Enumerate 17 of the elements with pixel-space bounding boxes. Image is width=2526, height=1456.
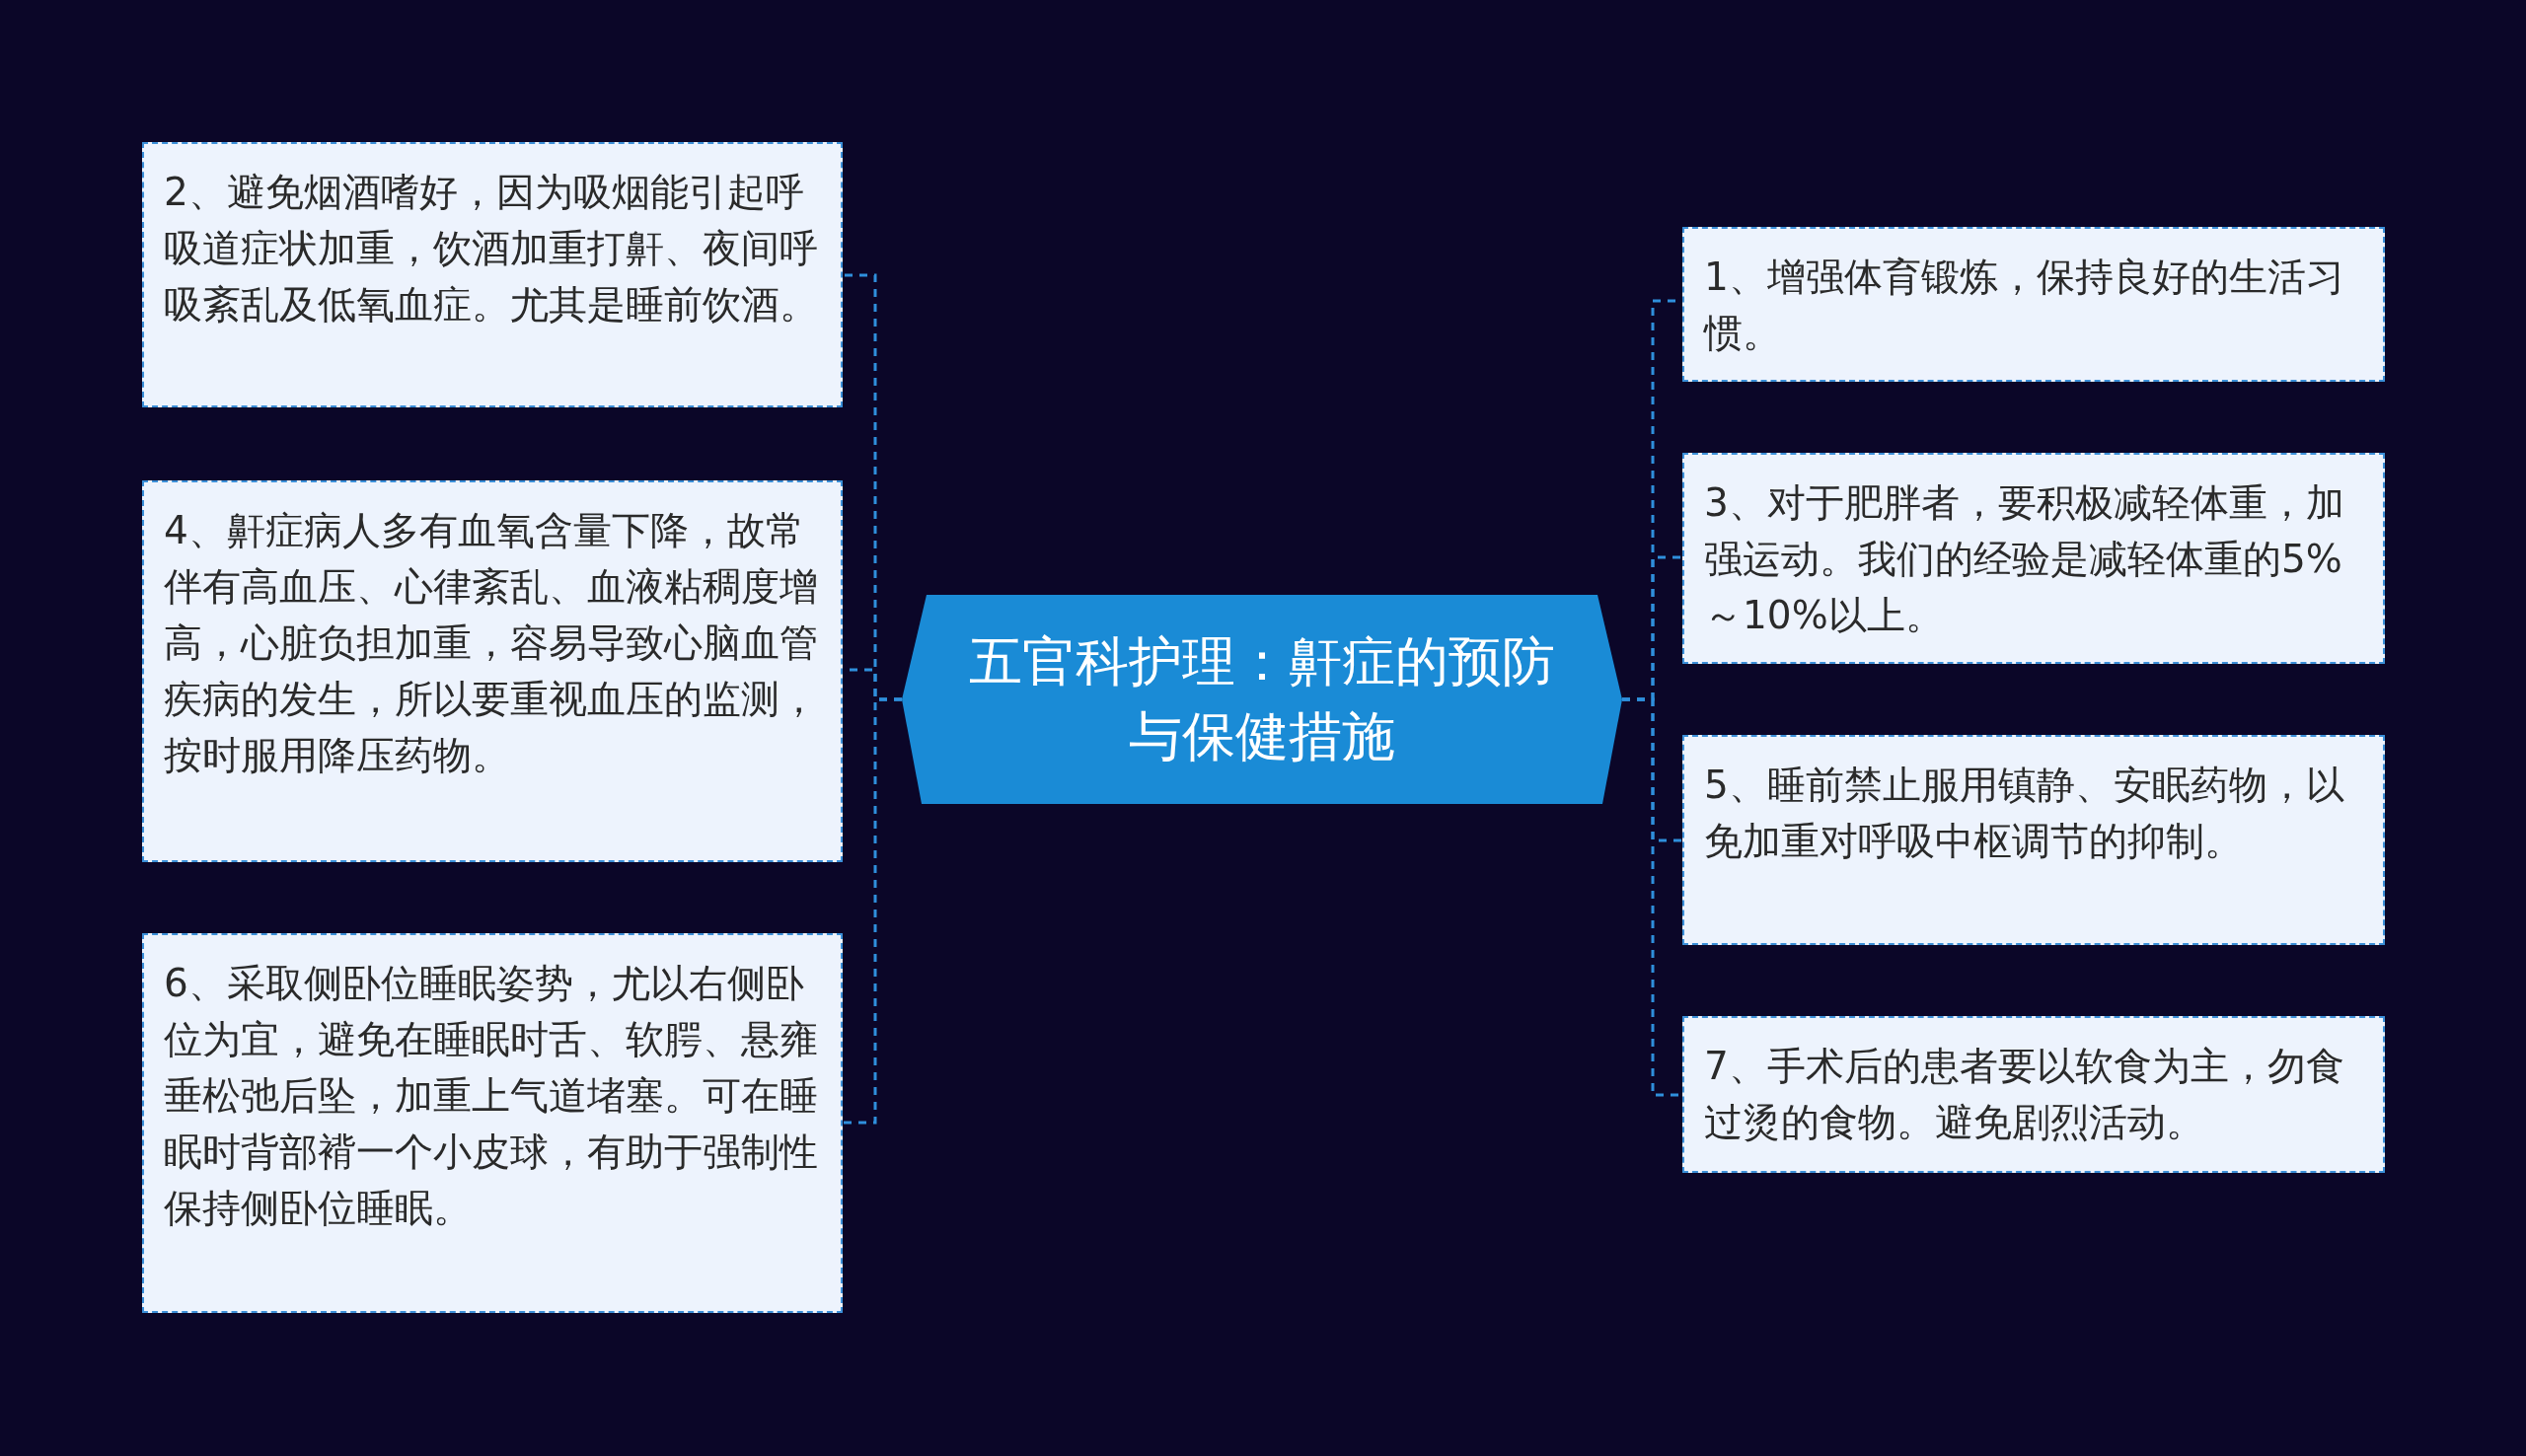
note-box [1682,453,2385,664]
note-box [1682,735,2385,945]
note-box [142,933,843,1313]
note-text: 6、采取侧卧位睡眠姿势，尤以右侧卧位为宜，避免在睡眠时舌、软腭、悬雍垂松弛后坠，加重上气道堵塞。可在睡眠时背部褙一个小皮球，有助于强制性保持侧卧位睡眠。 [164,960,819,1232]
note-box [142,480,843,862]
note-text: 5、睡前禁止服用镇静、安眠药物，以免加重对呼吸中枢调节的抑制。 [1704,762,2345,865]
note-text: 2、避免烟酒嗜好，因为吸烟能引起呼吸道症状加重，饮酒加重打鼾、夜间呼吸紊乱及低氧血症。尤其是睡前饮酒。 [164,169,819,328]
topic-hexagon [902,595,1622,804]
connector-line [843,697,902,1125]
note-box [1682,1016,2385,1173]
note-text: 3、对于肥胖者，要积极减轻体重，加强运动。我们的经验是减轻体重的5%～10%以上。 [1704,479,2345,639]
note-box [1682,227,2385,382]
note-text: 7、手术后的患者要以软食为主，勿食过烫的食物。避免剧烈活动。 [1704,1043,2345,1146]
topic-title: 五官科护理：鼾症的预防与保健措施 [968,629,1556,769]
note-text: 1、增强体育锻炼，保持良好的生活习惯。 [1704,254,2345,357]
note-box [142,142,843,407]
note-text: 4、鼾症病人多有血氧含量下降，故常伴有高血压、心律紊乱、血液粘稠度增高，心脏负担加重，容易导致心脑血管疾病的发生，所以要重视血压的监测，按时服用降压药物。 [164,507,819,779]
